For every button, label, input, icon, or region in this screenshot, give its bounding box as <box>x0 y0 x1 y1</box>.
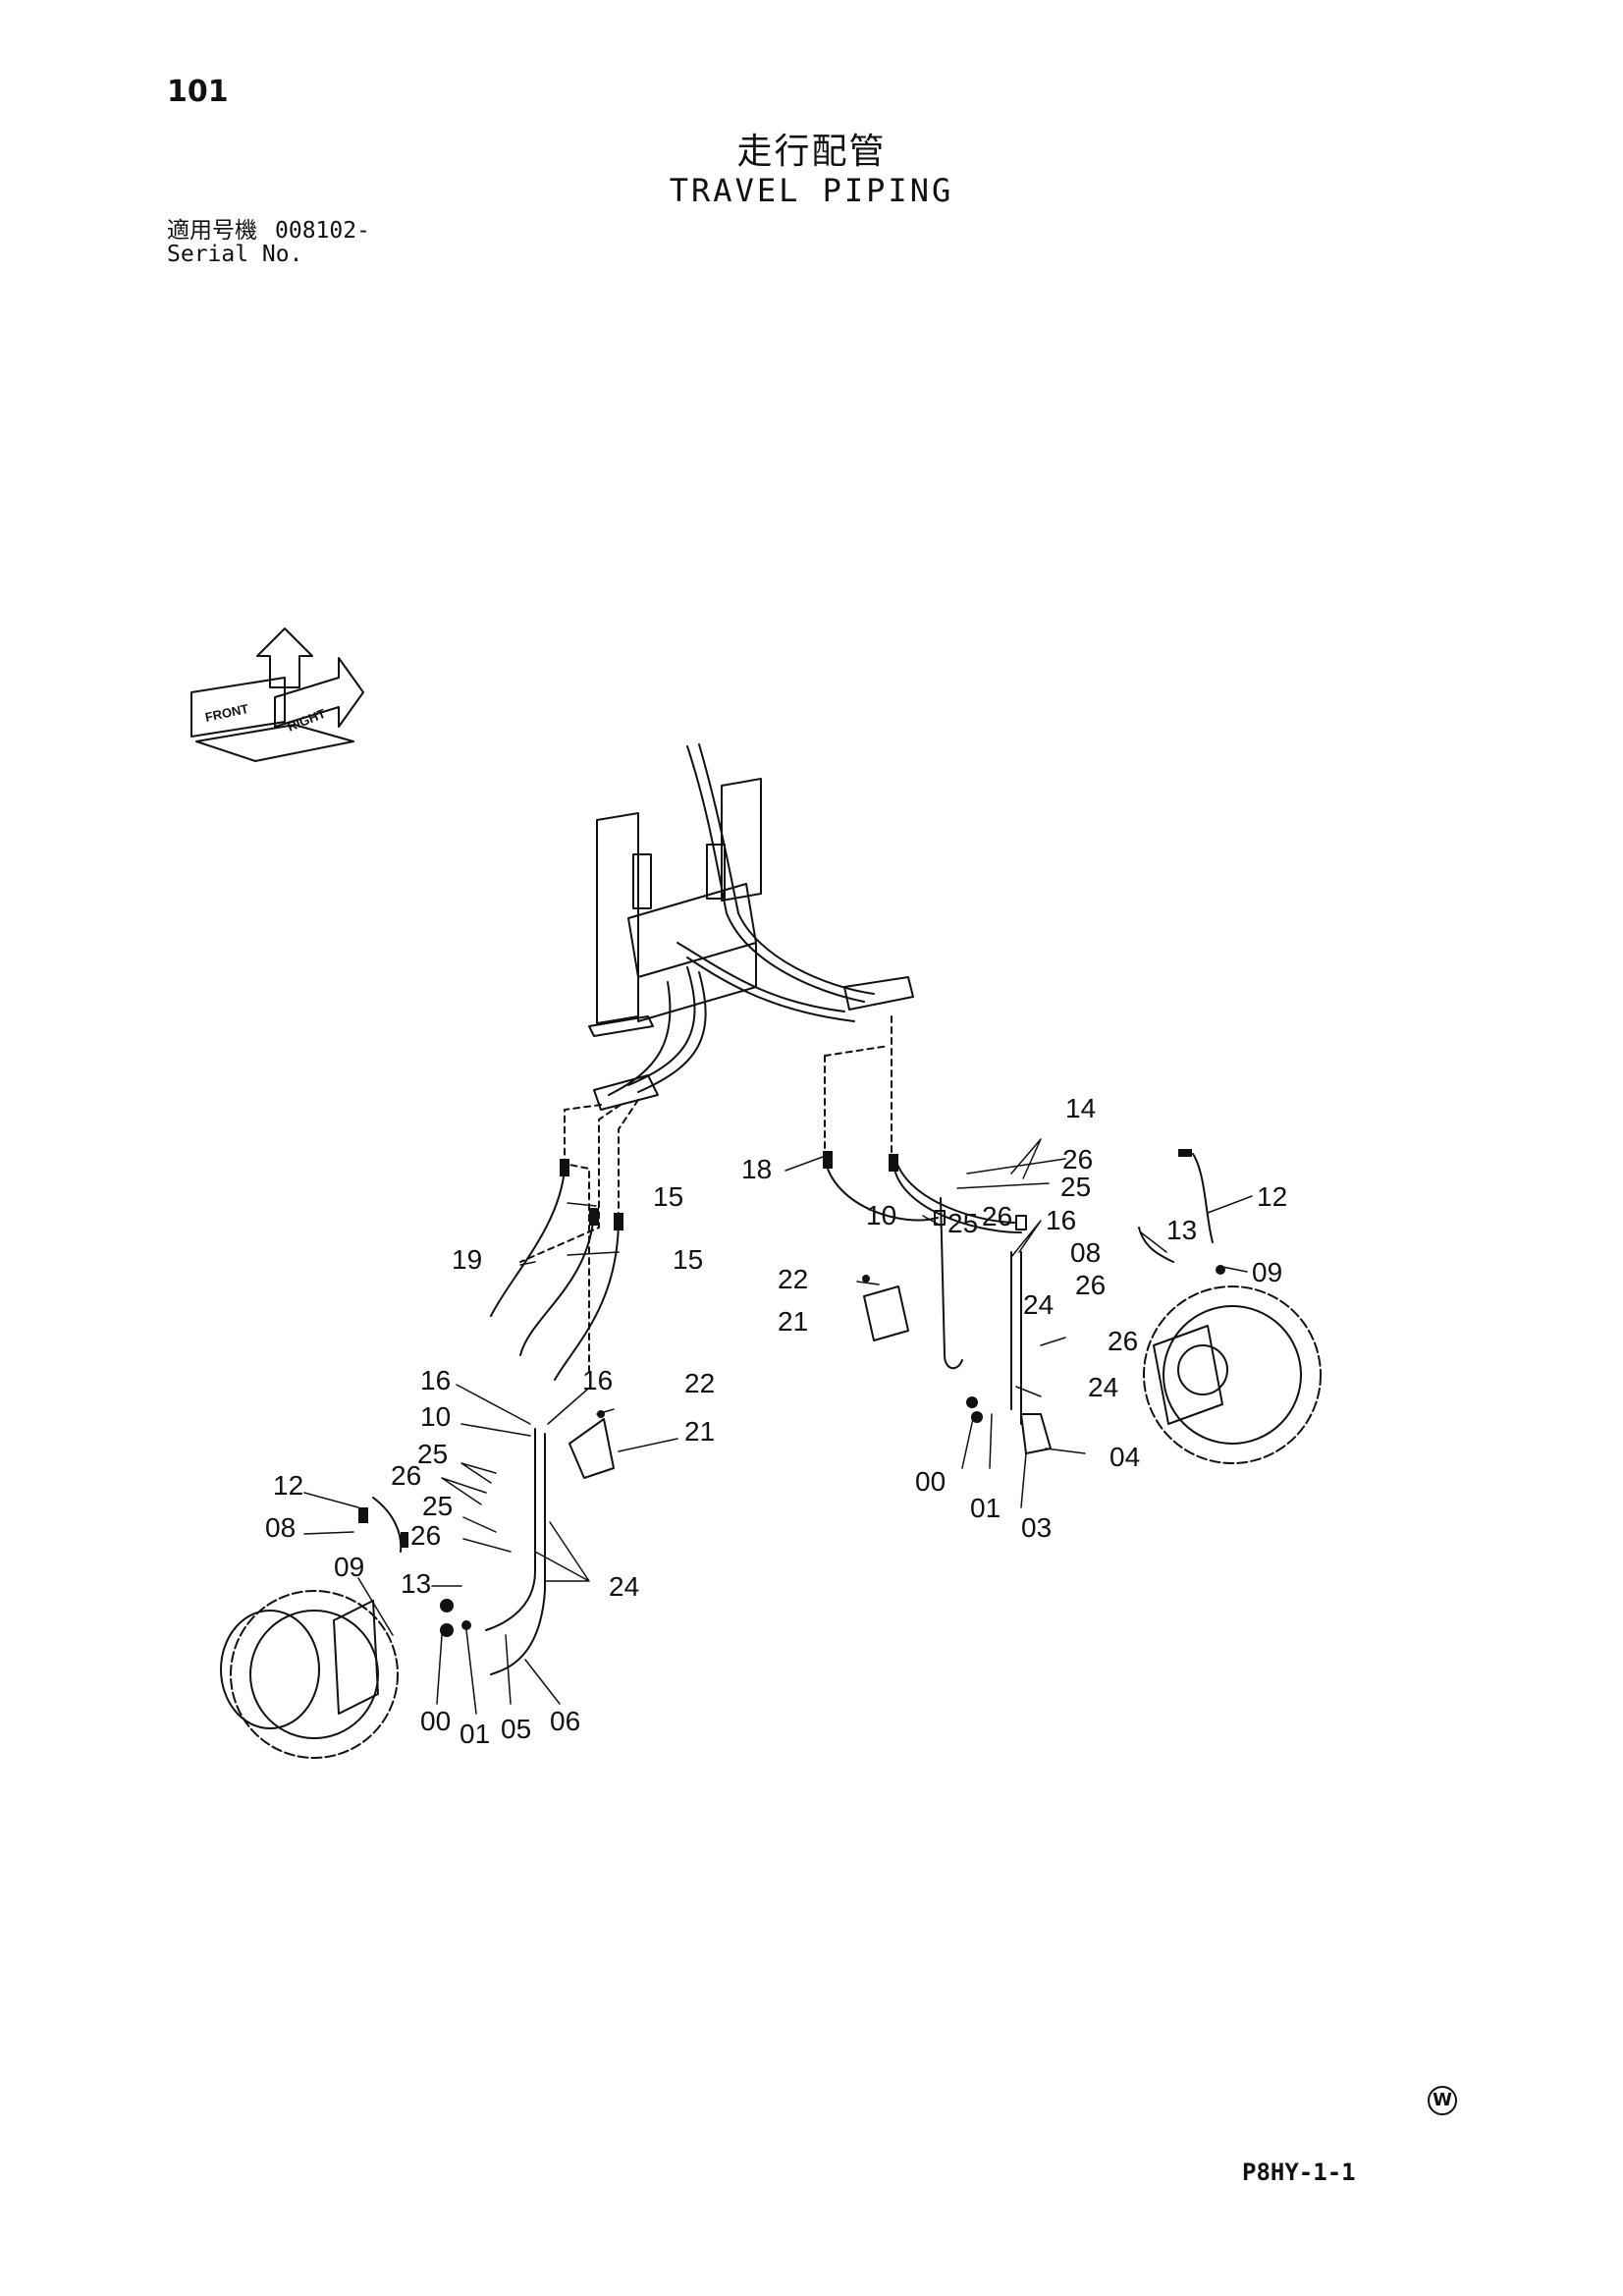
part-label: 10 <box>866 1200 896 1230</box>
part-label: 26 <box>982 1201 1012 1231</box>
part-label: 09 <box>334 1552 364 1582</box>
part-label: 26 <box>1075 1270 1106 1300</box>
control-valve-assembly <box>588 743 914 1111</box>
part-label: 00 <box>420 1706 451 1736</box>
part-label: 22 <box>778 1264 808 1294</box>
part-label: 16 <box>582 1365 613 1395</box>
bracket-left <box>568 1418 615 1479</box>
direction-label-front: FRONT <box>204 701 250 725</box>
part-label: 09 <box>1252 1257 1282 1287</box>
connection-lines <box>519 1015 893 1376</box>
serial-label-english: Serial No. <box>167 242 303 267</box>
part-label: 26 <box>1062 1144 1093 1175</box>
title-english: TRAVEL PIPING <box>669 172 954 209</box>
part-label: 16 <box>1046 1205 1076 1235</box>
serial-block: 適用号機 008102- Serial No. <box>167 218 370 269</box>
serial-label-japanese: 適用号機 <box>167 218 257 244</box>
part-label: 12 <box>273 1470 303 1501</box>
part-label: 16 <box>420 1365 451 1395</box>
part-label: 00 <box>915 1466 946 1497</box>
direction-label-right: RIGHT <box>286 706 328 735</box>
title-japanese: 走行配管 <box>736 132 887 172</box>
part-label: 15 <box>653 1181 683 1212</box>
page-number: 101 <box>167 75 229 109</box>
part-label: 24 <box>1023 1289 1054 1320</box>
travel-motor-right <box>1143 1285 1322 1464</box>
fittings <box>358 1149 1225 1637</box>
part-label: 24 <box>1088 1372 1118 1402</box>
part-label: 21 <box>778 1306 808 1337</box>
w-circle-mark: W <box>1428 2086 1457 2115</box>
part-label: 18 <box>741 1154 772 1184</box>
part-label: 01 <box>460 1719 490 1749</box>
serial-value: 008102- <box>275 218 370 244</box>
part-label: 10 <box>420 1401 451 1432</box>
part-label: 08 <box>265 1512 296 1543</box>
part-label: 26 <box>391 1460 421 1491</box>
part-label: 26 <box>410 1520 441 1551</box>
part-label: 26 <box>1108 1326 1138 1356</box>
part-label: 14 <box>1065 1093 1096 1123</box>
part-number-labels: 14 26 18 25 12 10 25 26 16 13 08 09 22 2… <box>265 1093 1287 1749</box>
hoses-right <box>824 1153 1214 1425</box>
part-label: 15 <box>673 1244 703 1275</box>
part-label: 03 <box>1021 1512 1052 1543</box>
part-label: 19 <box>452 1244 482 1275</box>
direction-arrow-icon: FRONT RIGHT <box>190 628 364 762</box>
part-label: 01 <box>970 1493 1001 1523</box>
part-label: 05 <box>501 1714 531 1744</box>
part-label: 12 <box>1257 1181 1287 1212</box>
drawing-code: P8HY-1-1 <box>1242 2159 1356 2186</box>
part-label: 13 <box>401 1568 431 1599</box>
part-label: 25 <box>947 1208 978 1238</box>
part-label: 24 <box>609 1571 639 1602</box>
part-label: 25 <box>1060 1172 1091 1202</box>
part-label: 22 <box>684 1368 715 1398</box>
travel-motor-left <box>220 1590 399 1759</box>
part-label: 25 <box>422 1491 453 1521</box>
hoses-left <box>372 1168 620 1675</box>
part-label: 06 <box>550 1706 580 1736</box>
part-label: 08 <box>1070 1237 1101 1268</box>
part-label: 25 <box>417 1439 448 1469</box>
part-label: 21 <box>684 1416 715 1447</box>
part-label: 04 <box>1109 1442 1140 1472</box>
leader-lines <box>303 1138 1253 1715</box>
part-label: 13 <box>1166 1215 1197 1245</box>
